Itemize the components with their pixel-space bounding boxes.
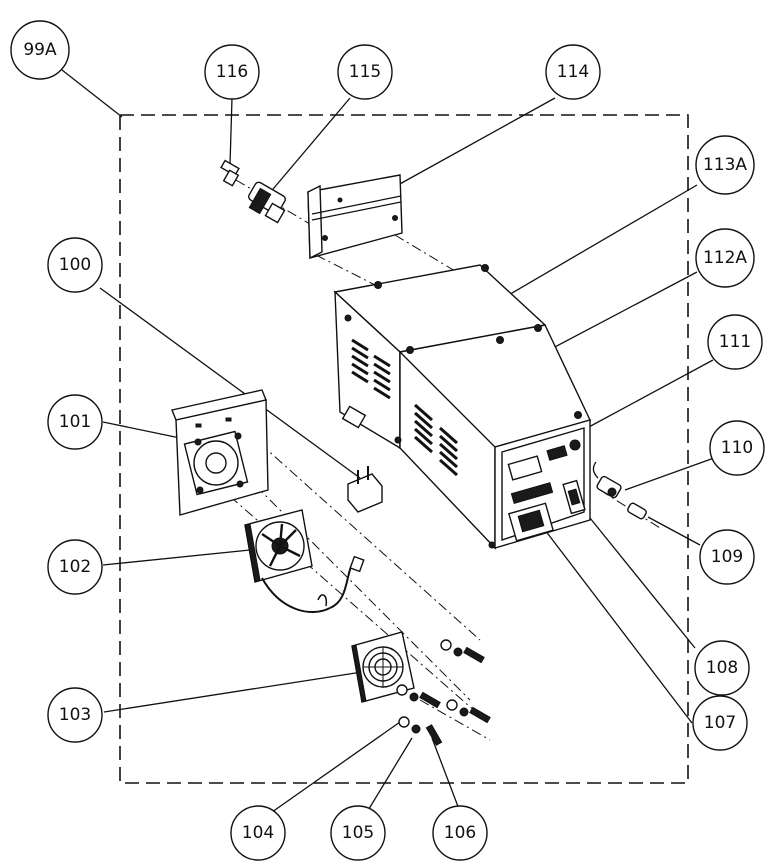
hardware-104-105-106 <box>396 639 491 746</box>
fuse-109 <box>627 502 647 520</box>
callout-99A: 99A <box>10 20 70 80</box>
callout-100: 100 <box>47 237 103 293</box>
fan-guard-103 <box>351 631 415 703</box>
svg-text:102: 102 <box>59 557 91 577</box>
callout-110: 110 <box>709 420 765 476</box>
fan-bracket-101 <box>171 389 269 516</box>
svg-text:103: 103 <box>59 705 91 725</box>
callout-107: 107 <box>692 695 748 751</box>
svg-text:100: 100 <box>59 255 91 275</box>
svg-text:105: 105 <box>342 823 374 843</box>
svg-text:108: 108 <box>706 658 738 678</box>
callout-111: 111 <box>707 314 763 370</box>
svg-text:114: 114 <box>557 62 589 82</box>
callout-103: 103 <box>47 687 103 743</box>
svg-text:106: 106 <box>444 823 476 843</box>
callout-101: 101 <box>47 394 103 450</box>
screw-116 <box>220 159 240 187</box>
callout-105: 105 <box>330 805 386 861</box>
svg-text:109: 109 <box>711 547 743 567</box>
callout-109: 109 <box>699 529 755 585</box>
callout-114: 114 <box>545 44 601 100</box>
svg-text:115: 115 <box>349 62 381 82</box>
enclosure-112A-113A <box>333 264 591 550</box>
callout-106: 106 <box>432 805 488 861</box>
callout-113A: 113A <box>695 135 755 195</box>
connector-110 <box>592 461 622 499</box>
svg-text:110: 110 <box>721 438 753 458</box>
svg-text:113A: 113A <box>703 155 747 175</box>
fan-102 <box>244 509 365 613</box>
fuse-holder-115 <box>248 181 286 224</box>
callout-116: 116 <box>204 44 260 100</box>
callout-115: 115 <box>337 44 393 100</box>
callout-112A: 112A <box>695 228 755 288</box>
callout-102: 102 <box>47 539 103 595</box>
svg-text:99A: 99A <box>23 40 57 60</box>
svg-text:112A: 112A <box>703 248 747 268</box>
assembly-boundary <box>119 114 689 784</box>
bracket-114 <box>307 174 403 260</box>
connector-block-100 <box>347 466 383 513</box>
svg-text:116: 116 <box>216 62 248 82</box>
svg-text:111: 111 <box>719 332 751 352</box>
callout-108: 108 <box>694 640 750 696</box>
leader-lines <box>61 69 715 818</box>
callout-104: 104 <box>230 805 286 861</box>
svg-text:104: 104 <box>242 823 274 843</box>
svg-text:107: 107 <box>704 713 736 733</box>
svg-text:101: 101 <box>59 412 91 432</box>
front-panel-components <box>507 439 586 542</box>
